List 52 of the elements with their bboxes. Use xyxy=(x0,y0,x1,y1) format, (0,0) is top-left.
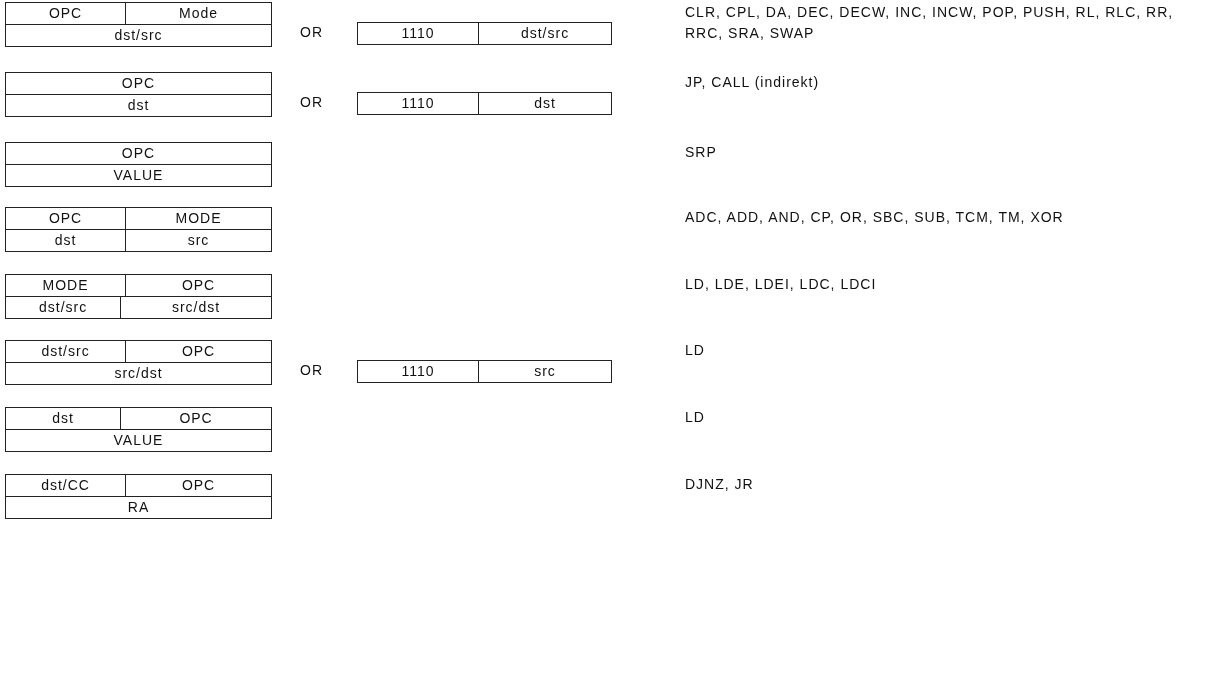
instruction-format-box xyxy=(5,142,272,187)
format-field: src xyxy=(125,230,271,251)
format-field: dst/src xyxy=(6,25,271,46)
format-field: dst/src xyxy=(6,297,121,318)
format-field: dst xyxy=(478,93,611,114)
format-field: dst xyxy=(6,230,126,251)
format-field: OPC xyxy=(125,341,271,362)
or-label: SRP xyxy=(685,143,717,162)
instruction-format-box xyxy=(5,72,272,117)
format-field: 1110 xyxy=(358,23,479,44)
instruction-list: CLR, CPL, DA, DEC, DECW, INC, INCW, POP, PUSH, RL, RLC, RR, RRC, SRA, SWAP xyxy=(685,2,1205,44)
instruction-format-box xyxy=(357,22,612,45)
format-field: RA xyxy=(6,497,271,518)
instruction-list: DJNZ, JR xyxy=(685,474,754,495)
format-field: VALUE xyxy=(6,430,271,451)
format-field: Mode xyxy=(125,3,271,24)
format-field: dst/src xyxy=(6,341,126,362)
format-field: 1110 xyxy=(358,93,479,114)
format-field: OPC xyxy=(6,143,271,164)
instruction-list: JP, CALL (indirekt) xyxy=(685,72,820,93)
instruction-format-box xyxy=(5,274,272,319)
instruction-format-box xyxy=(5,407,272,452)
format-field: VALUE xyxy=(6,165,271,186)
instruction-list: LD, LDE, LDEI, LDC, LDCI xyxy=(685,274,877,295)
format-field: 1110 xyxy=(358,361,479,382)
format-field: OPC xyxy=(125,275,271,296)
format-field: OPC xyxy=(120,408,271,429)
format-field: dst xyxy=(6,95,271,116)
format-field: OPC xyxy=(125,475,271,496)
format-field: OPC xyxy=(6,73,271,94)
format-field: dst xyxy=(6,408,121,429)
format-field: dst/CC xyxy=(6,475,126,496)
instruction-format-box xyxy=(357,92,612,115)
instruction-format-box xyxy=(5,2,272,47)
instruction-format-box xyxy=(5,474,272,519)
or-label: LD xyxy=(685,408,705,427)
instruction-list: ADC, ADD, AND, CP, OR, SBC, SUB, TCM, TM, XOR xyxy=(685,207,1165,228)
or-label: OR xyxy=(300,23,323,42)
format-field: src/dst xyxy=(120,297,271,318)
format-field: src/dst xyxy=(6,363,271,384)
or-label: LD xyxy=(685,341,705,360)
instruction-format-box xyxy=(357,360,612,383)
format-field: OPC xyxy=(6,208,126,229)
format-field: MODE xyxy=(6,275,126,296)
or-label: OR xyxy=(300,361,323,380)
format-field: MODE xyxy=(125,208,271,229)
or-label: OR xyxy=(300,93,323,112)
format-field: src xyxy=(478,361,611,382)
format-field: OPC xyxy=(6,3,126,24)
instruction-format-box xyxy=(5,340,272,385)
format-field: dst/src xyxy=(478,23,611,44)
instruction-format-box xyxy=(5,207,272,252)
